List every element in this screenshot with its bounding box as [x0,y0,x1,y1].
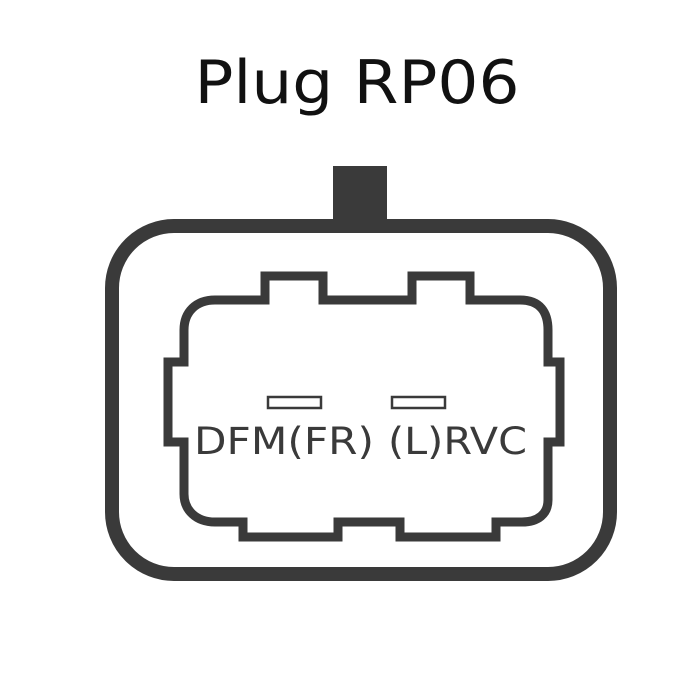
pin-slot-1 [266,395,323,410]
plug-cavity-outline [163,271,565,542]
pin-slot-2 [390,395,447,410]
pin-label-2: (L)RVC [388,420,527,463]
pin-label-1: DFM(FR) [194,420,374,463]
diagram-title: Plug RP06 [195,48,520,118]
